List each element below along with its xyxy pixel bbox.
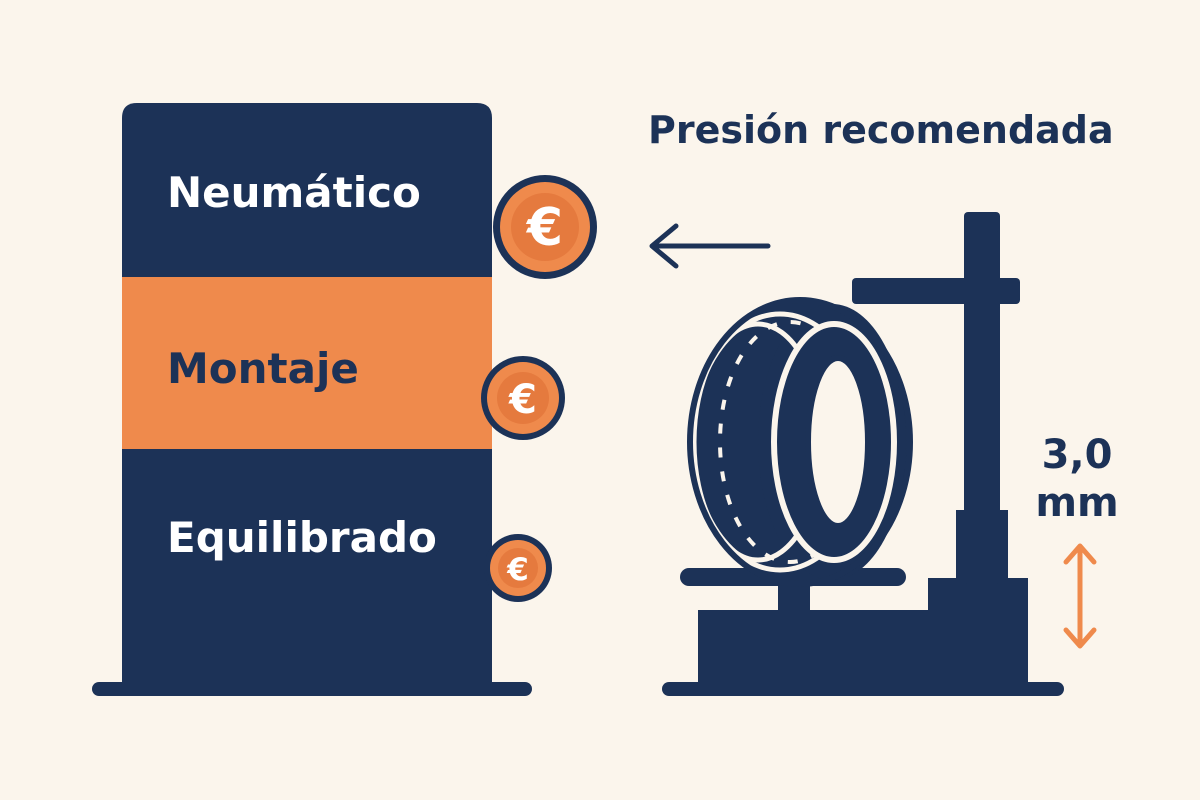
measurement-value: 3,0	[1042, 432, 1113, 478]
measurement-unit: mm	[1035, 480, 1118, 526]
stack-label-montaje: Montaje	[167, 344, 359, 393]
euro-symbol: €	[526, 198, 563, 258]
euro-symbol: €	[506, 552, 529, 588]
euro-symbol: €	[508, 377, 537, 423]
stack-segment-equilibrado	[122, 449, 492, 689]
euro-coin-icon: €	[484, 534, 552, 602]
stack-segment-montaje	[122, 277, 492, 449]
double-arrow-icon	[1063, 543, 1097, 649]
euro-coin-icon: €	[481, 356, 565, 440]
cost-stack: Neumático Montaje Equilibrado € € €	[92, 103, 597, 696]
euro-coin-icon: €	[493, 175, 597, 279]
left-arrow-icon	[649, 223, 771, 269]
stack-segment-neumatico	[122, 103, 492, 277]
tire-on-stand-icon	[662, 212, 1064, 696]
stack-label-neumatico: Neumático	[167, 168, 421, 217]
tire	[687, 297, 913, 587]
pressure-title: Presión recomendada	[648, 108, 1114, 152]
stack-label-equilibrado: Equilibrado	[167, 513, 437, 562]
